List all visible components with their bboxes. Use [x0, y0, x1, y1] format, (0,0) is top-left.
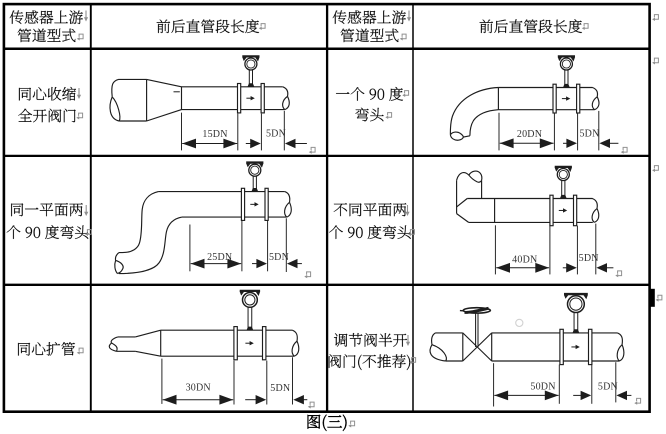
- svg-text:5DN: 5DN: [266, 129, 286, 140]
- svg-text:5DN: 5DN: [579, 129, 599, 140]
- svg-text:25DN: 25DN: [207, 252, 232, 263]
- svg-text:5DN: 5DN: [598, 381, 618, 392]
- svg-text:20DN: 20DN: [517, 129, 542, 140]
- svg-text:5DN: 5DN: [270, 383, 290, 394]
- svg-text:15DN: 15DN: [202, 129, 227, 140]
- svg-text:5DN: 5DN: [579, 253, 599, 264]
- svg-text:5DN: 5DN: [269, 252, 289, 263]
- svg-text:40DN: 40DN: [512, 254, 537, 265]
- svg-text:50DN: 50DN: [530, 381, 555, 392]
- svg-text:30DN: 30DN: [186, 383, 211, 394]
